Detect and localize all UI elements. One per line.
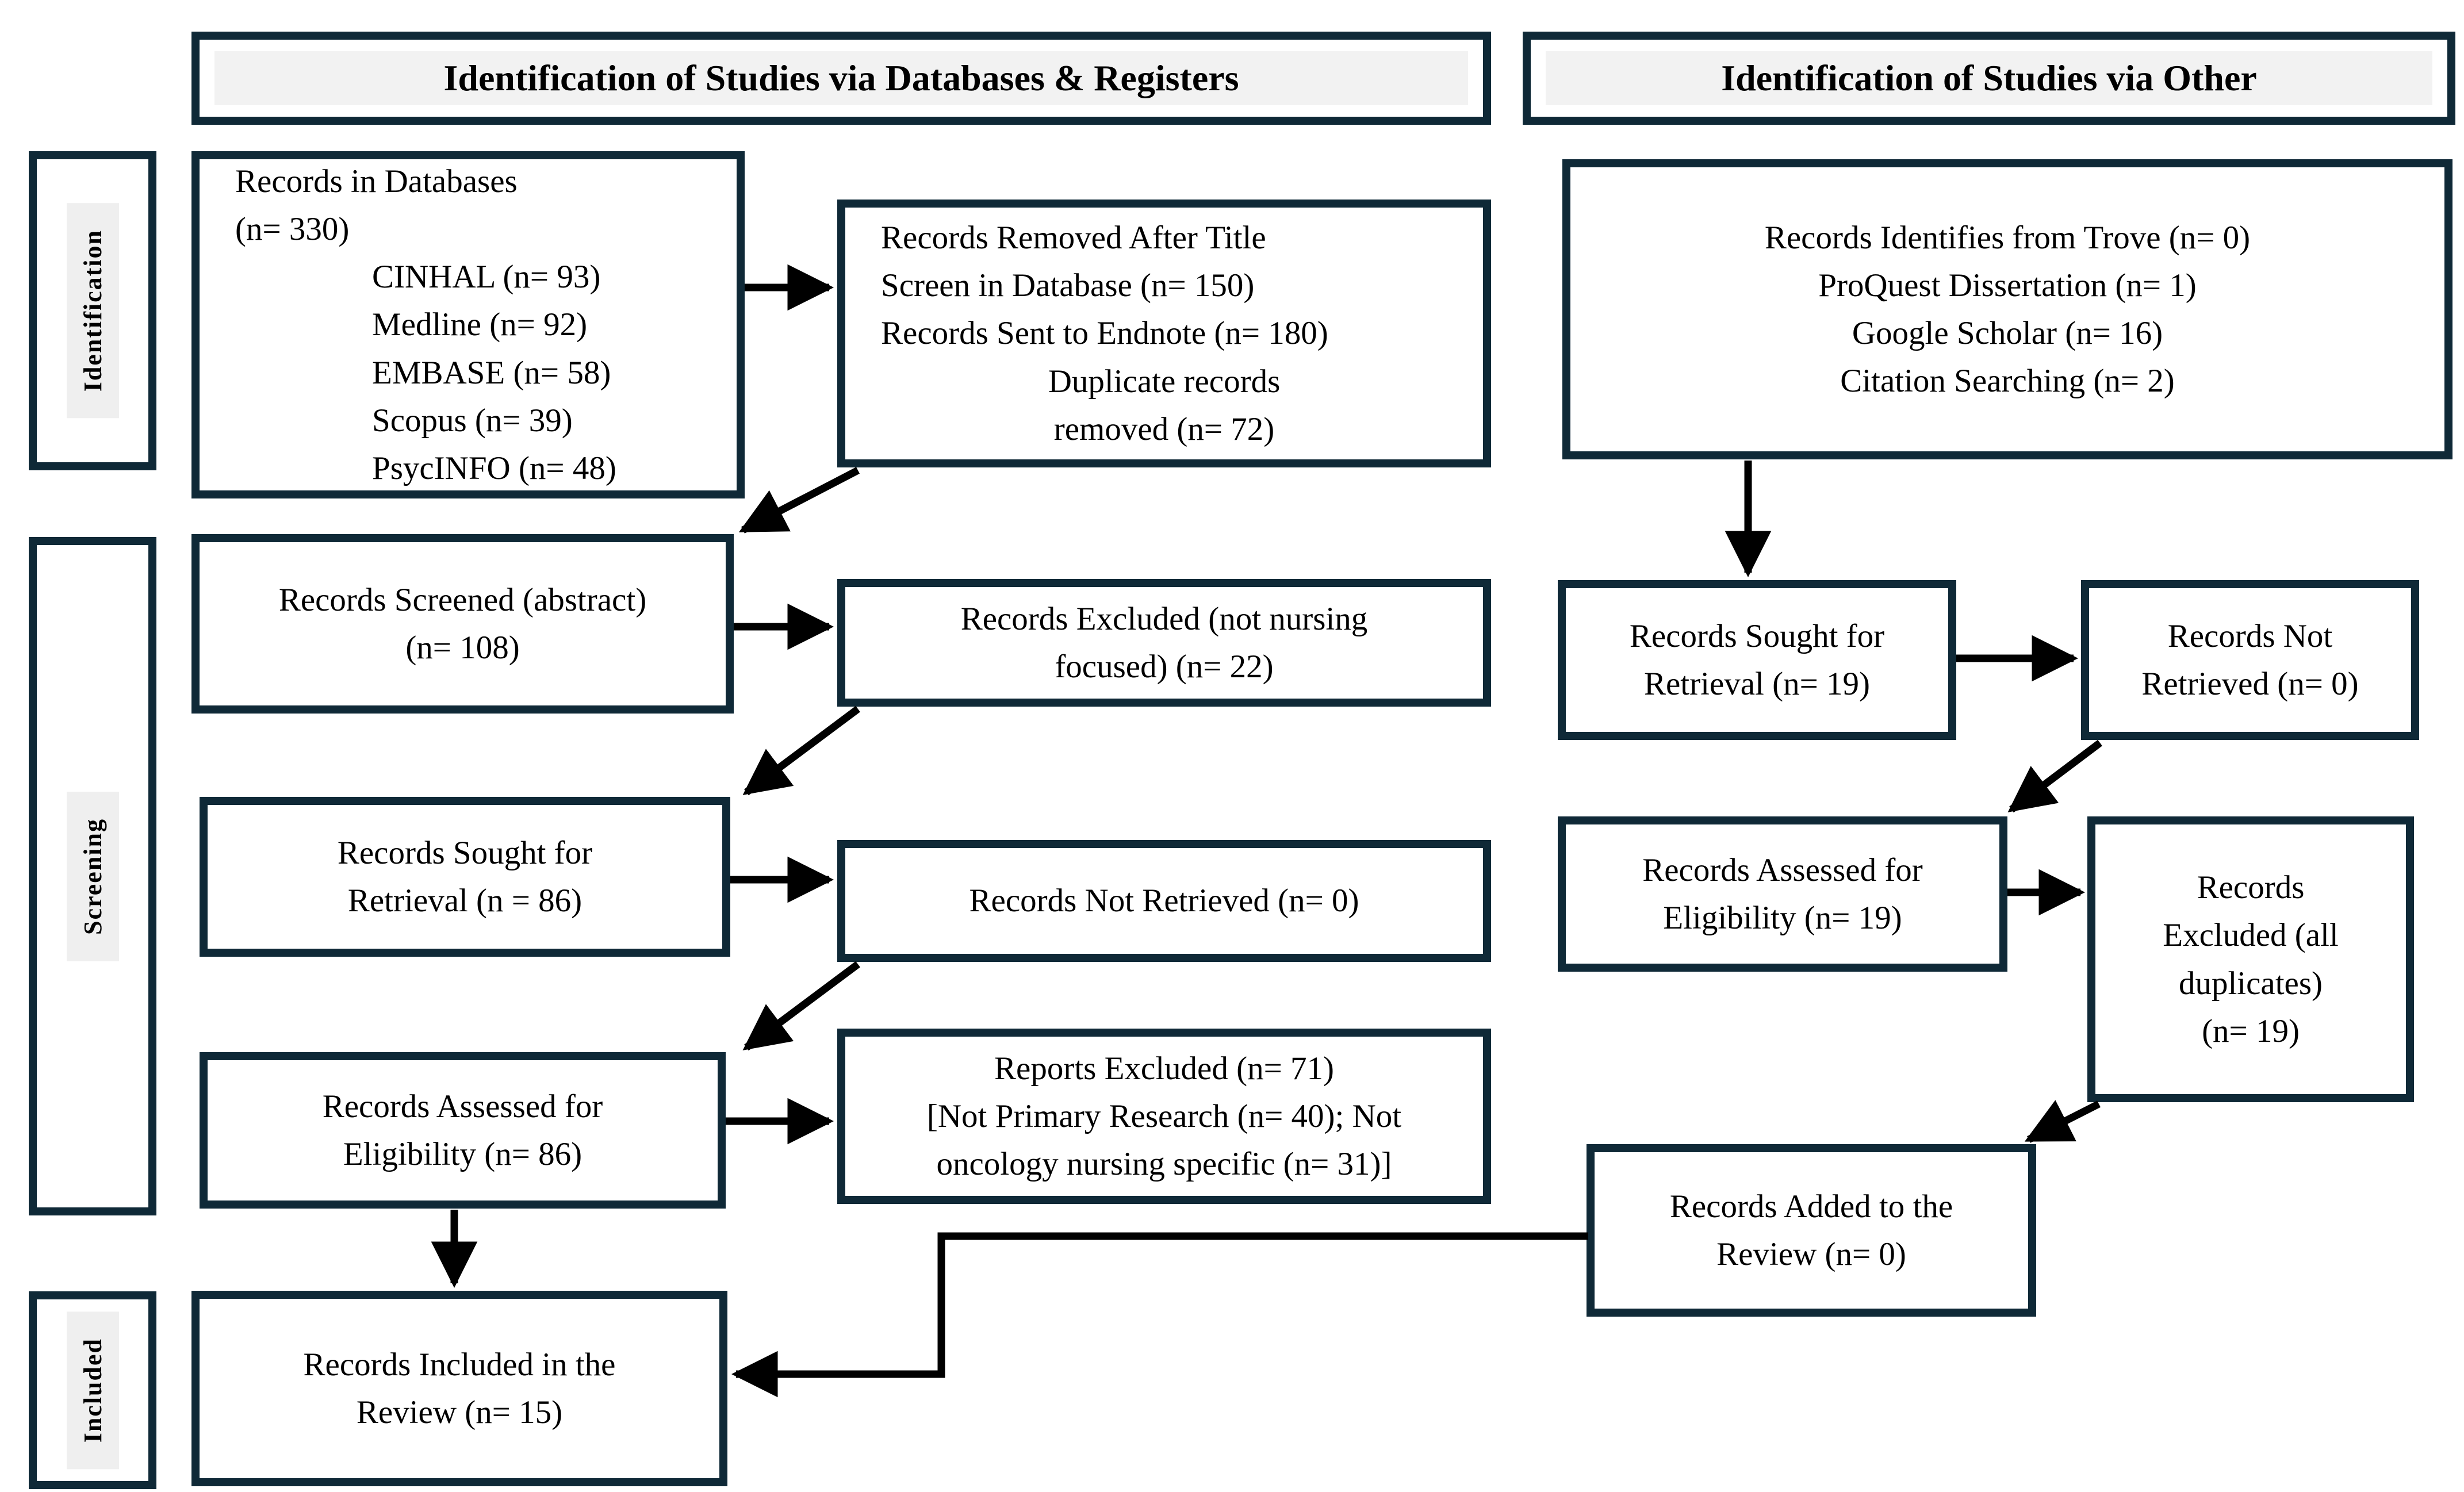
box-line: Records bbox=[2197, 869, 2305, 906]
box-line: (n= 108) bbox=[405, 630, 520, 666]
box-records-excluded-duplicates: Records Excluded (all duplicates) (n= 19… bbox=[2087, 816, 2414, 1102]
box-line: Screen in Database (n= 150) bbox=[881, 267, 1255, 304]
box-line: Reports Excluded (n= 71) bbox=[994, 1050, 1334, 1087]
box-reports-excluded: Reports Excluded (n= 71) [Not Primary Re… bbox=[837, 1029, 1491, 1204]
box-line: Records Assessed for bbox=[322, 1088, 603, 1125]
box-line: Eligibility (n= 19) bbox=[1663, 900, 1902, 936]
connector-not-retrieved-other-to-assessed bbox=[2007, 739, 2102, 813]
box-line: Google Scholar (n= 16) bbox=[1852, 315, 2163, 351]
box-records-in-databases: Records in Databases (n= 330) CINHAL (n=… bbox=[191, 151, 745, 498]
stage-screening-label: Screening bbox=[66, 791, 119, 961]
box-line: removed (n= 72) bbox=[1053, 411, 1275, 447]
box-line: Records Assessed for bbox=[1642, 852, 1923, 888]
box-line: Records in Databases bbox=[235, 163, 518, 200]
box-records-included: Records Included in the Review (n= 15) bbox=[191, 1291, 727, 1486]
stage-identification: Identification bbox=[29, 151, 156, 470]
stage-included: Included bbox=[29, 1291, 156, 1489]
box-records-identified-other: Records Identifies from Trove (n= 0) Pro… bbox=[1562, 159, 2452, 459]
box-line: Review (n= 15) bbox=[356, 1394, 563, 1430]
connector-duplicates-to-added bbox=[2024, 1100, 2101, 1143]
box-line: Records Included in the bbox=[303, 1346, 616, 1383]
box-line: Records Screened (abstract) bbox=[278, 581, 647, 618]
stage-screening: Screening bbox=[29, 537, 156, 1215]
box-line: Medline (n= 92) bbox=[372, 306, 588, 343]
box-line: Records Sought for bbox=[337, 834, 593, 871]
header-databases-registers-label: Identification of Studies via Databases … bbox=[214, 51, 1468, 105]
box-line: Excluded (all bbox=[2163, 917, 2339, 954]
box-records-not-retrieved: Records Not Retrieved (n= 0) bbox=[837, 840, 1491, 962]
box-line: Records Added to the bbox=[1669, 1188, 1953, 1225]
box-records-assessed-other: Records Assessed for Eligibility (n= 19) bbox=[1558, 816, 2007, 972]
box-line: Records Sent to Endnote (n= 180) bbox=[881, 315, 1328, 352]
stage-identification-label: Identification bbox=[66, 203, 119, 419]
connector-removed-to-screened bbox=[738, 467, 860, 534]
box-records-removed: Records Removed After Title Screen in Da… bbox=[837, 200, 1491, 467]
box-line: duplicates) bbox=[2178, 965, 2323, 1002]
box-line: Retrieval (n = 86) bbox=[347, 883, 583, 919]
box-records-screened: Records Screened (abstract) (n= 108) bbox=[191, 534, 734, 714]
box-line: Retrieval (n= 19) bbox=[1643, 666, 1871, 702]
box-line: oncology nursing specific (n= 31)] bbox=[936, 1146, 1392, 1183]
box-line: ProQuest Dissertation (n= 1) bbox=[1818, 267, 2197, 304]
box-line: focused) (n= 22) bbox=[1055, 649, 1274, 685]
box-line: Records Excluded (not nursing bbox=[960, 600, 1368, 637]
box-line: Scopus (n= 39) bbox=[372, 402, 573, 439]
box-records-excluded-not-nursing: Records Excluded (not nursing focused) (… bbox=[837, 579, 1491, 707]
header-other-sources-label: Identification of Studies via Other bbox=[1546, 51, 2432, 105]
box-line: (n= 330) bbox=[235, 210, 350, 247]
box-line: [Not Primary Research (n= 40); Not bbox=[926, 1098, 1402, 1134]
box-line: Records Removed After Title bbox=[881, 219, 1266, 256]
box-records-added: Records Added to the Review (n= 0) bbox=[1587, 1144, 2036, 1317]
box-line: (n= 19) bbox=[2202, 1012, 2300, 1049]
box-line: Retrieved (n= 0) bbox=[2141, 666, 2359, 702]
header-other-sources: Identification of Studies via Other bbox=[1523, 32, 2455, 125]
box-line: Citation Searching (n= 2) bbox=[1840, 363, 2175, 400]
box-records-assessed: Records Assessed for Eligibility (n= 86) bbox=[200, 1052, 726, 1209]
box-records-sought-other: Records Sought for Retrieval (n= 19) bbox=[1558, 580, 1956, 740]
connector-added-to-included bbox=[731, 1232, 1588, 1398]
box-line: PsycINFO (n= 48) bbox=[372, 450, 616, 487]
box-line: Review (n= 0) bbox=[1716, 1236, 1906, 1272]
box-line: Duplicate records bbox=[1048, 363, 1281, 400]
box-line: Records Not bbox=[2167, 617, 2333, 654]
box-records-sought: Records Sought for Retrieval (n = 86) bbox=[200, 797, 730, 957]
box-line: Eligibility (n= 86) bbox=[343, 1136, 583, 1172]
stage-included-label: Included bbox=[66, 1311, 119, 1470]
box-line: EMBASE (n= 58) bbox=[372, 354, 611, 391]
box-line: Records Identifies from Trove (n= 0) bbox=[1764, 219, 2251, 256]
box-line: Records Sought for bbox=[1629, 617, 1885, 654]
box-line: Records Not Retrieved (n= 0) bbox=[969, 883, 1359, 919]
box-line: CINHAL (n= 93) bbox=[372, 259, 601, 296]
box-records-not-retrieved-other: Records Not Retrieved (n= 0) bbox=[2081, 580, 2419, 740]
connector-excluded-to-sought bbox=[742, 705, 860, 796]
header-databases-registers: Identification of Studies via Databases … bbox=[191, 32, 1491, 125]
